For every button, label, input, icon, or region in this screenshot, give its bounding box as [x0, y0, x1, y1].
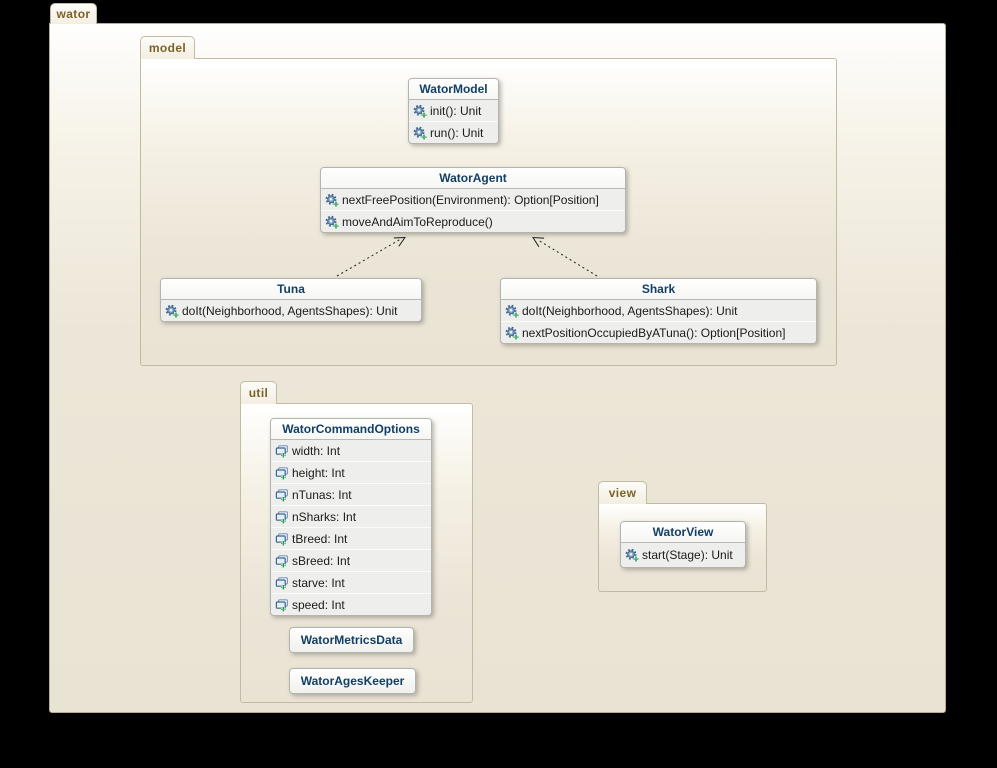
class-tuna-title: Tuna	[161, 279, 421, 300]
method-row: doIt(Neighborhood, AgentsShapes): Unit	[501, 300, 816, 321]
field-row: nSharks: Int	[271, 505, 431, 527]
class-watormetricsdata: WatorMetricsData	[289, 627, 414, 653]
class-watoragent: WatorAgent nextFreePosition(Environment)…	[320, 167, 626, 233]
class-watoragskeeper: WatorAgesKeeper	[289, 668, 416, 694]
field-label: width: Int	[292, 443, 341, 458]
method-icon	[413, 104, 427, 118]
class-watoragskeeper-title: WatorAgesKeeper	[300, 674, 405, 688]
method-label: nextPositionOccupiedByATuna(): Option[Po…	[522, 325, 786, 340]
method-label: moveAndAimToReproduce()	[342, 214, 493, 229]
method-icon	[325, 215, 339, 229]
field-row: sBreed: Int	[271, 549, 431, 571]
method-row: start(Stage): Unit	[621, 543, 745, 567]
method-icon	[325, 193, 339, 207]
class-tuna-members: doIt(Neighborhood, AgentsShapes): Unit	[161, 300, 421, 321]
package-wator-label: wator	[56, 7, 91, 21]
method-icon	[505, 326, 519, 340]
method-row: nextFreePosition(Environment): Option[Po…	[321, 189, 625, 210]
field-label: nTunas: Int	[292, 487, 352, 502]
field-row: width: Int	[271, 440, 431, 461]
class-shark-members: doIt(Neighborhood, AgentsShapes): Unit n…	[501, 300, 816, 343]
field-label: speed: Int	[292, 597, 345, 612]
field-icon	[275, 510, 289, 524]
class-watorcommandoptions-members: width: Int height: Int nTunas: Int nShar…	[271, 440, 431, 615]
class-watorview: WatorView start(Stage): Unit	[620, 521, 746, 568]
method-icon	[505, 304, 519, 318]
method-row: nextPositionOccupiedByATuna(): Option[Po…	[501, 321, 816, 343]
class-watormodel: WatorModel init(): Unit run(): Unit	[408, 78, 499, 144]
class-tuna: Tuna doIt(Neighborhood, AgentsShapes): U…	[160, 278, 422, 322]
package-model-label: model	[148, 41, 187, 55]
method-label: nextFreePosition(Environment): Option[Po…	[342, 192, 599, 207]
method-label: init(): Unit	[430, 103, 482, 118]
class-watoragent-members: nextFreePosition(Environment): Option[Po…	[321, 189, 625, 232]
package-wator-tab: wator	[50, 3, 97, 24]
field-row: speed: Int	[271, 593, 431, 615]
method-label: run(): Unit	[430, 125, 484, 140]
method-label: doIt(Neighborhood, AgentsShapes): Unit	[522, 303, 738, 318]
method-row: moveAndAimToReproduce()	[321, 210, 625, 232]
method-row: init(): Unit	[409, 100, 498, 121]
class-watoragent-title: WatorAgent	[321, 168, 625, 189]
method-row: run(): Unit	[409, 121, 498, 143]
field-icon	[275, 598, 289, 612]
field-icon	[275, 554, 289, 568]
field-icon	[275, 532, 289, 546]
field-row: tBreed: Int	[271, 527, 431, 549]
class-watorcommandoptions-title: WatorCommandOptions	[271, 419, 431, 440]
field-icon	[275, 488, 289, 502]
class-watorview-members: start(Stage): Unit	[621, 543, 745, 567]
package-view-label: view	[608, 486, 637, 500]
method-label: start(Stage): Unit	[642, 548, 733, 562]
package-view-tab: view	[598, 481, 647, 504]
method-icon	[165, 304, 179, 318]
class-shark-title: Shark	[501, 279, 816, 300]
class-watormetricsdata-title: WatorMetricsData	[300, 633, 403, 647]
field-label: height: Int	[292, 465, 345, 480]
package-util-label: util	[248, 386, 269, 400]
field-icon	[275, 466, 289, 480]
field-row: nTunas: Int	[271, 483, 431, 505]
class-watorcommandoptions: WatorCommandOptions width: Int height: I…	[270, 418, 432, 616]
field-label: nSharks: Int	[292, 509, 357, 524]
class-watormodel-members: init(): Unit run(): Unit	[409, 100, 498, 143]
method-icon	[625, 548, 639, 562]
package-model-tab: model	[140, 36, 195, 59]
field-row: starve: Int	[271, 571, 431, 593]
field-label: sBreed: Int	[292, 553, 351, 568]
class-watormodel-title: WatorModel	[409, 79, 498, 100]
package-util-tab: util	[240, 381, 277, 404]
field-label: tBreed: Int	[292, 531, 348, 546]
field-label: starve: Int	[292, 575, 345, 590]
class-shark: Shark doIt(Neighborhood, AgentsShapes): …	[500, 278, 817, 344]
method-row: doIt(Neighborhood, AgentsShapes): Unit	[161, 300, 421, 321]
class-watorview-title: WatorView	[621, 522, 745, 543]
field-icon	[275, 576, 289, 590]
field-row: height: Int	[271, 461, 431, 483]
method-icon	[413, 126, 427, 140]
field-icon	[275, 444, 289, 458]
method-label: doIt(Neighborhood, AgentsShapes): Unit	[182, 303, 398, 318]
